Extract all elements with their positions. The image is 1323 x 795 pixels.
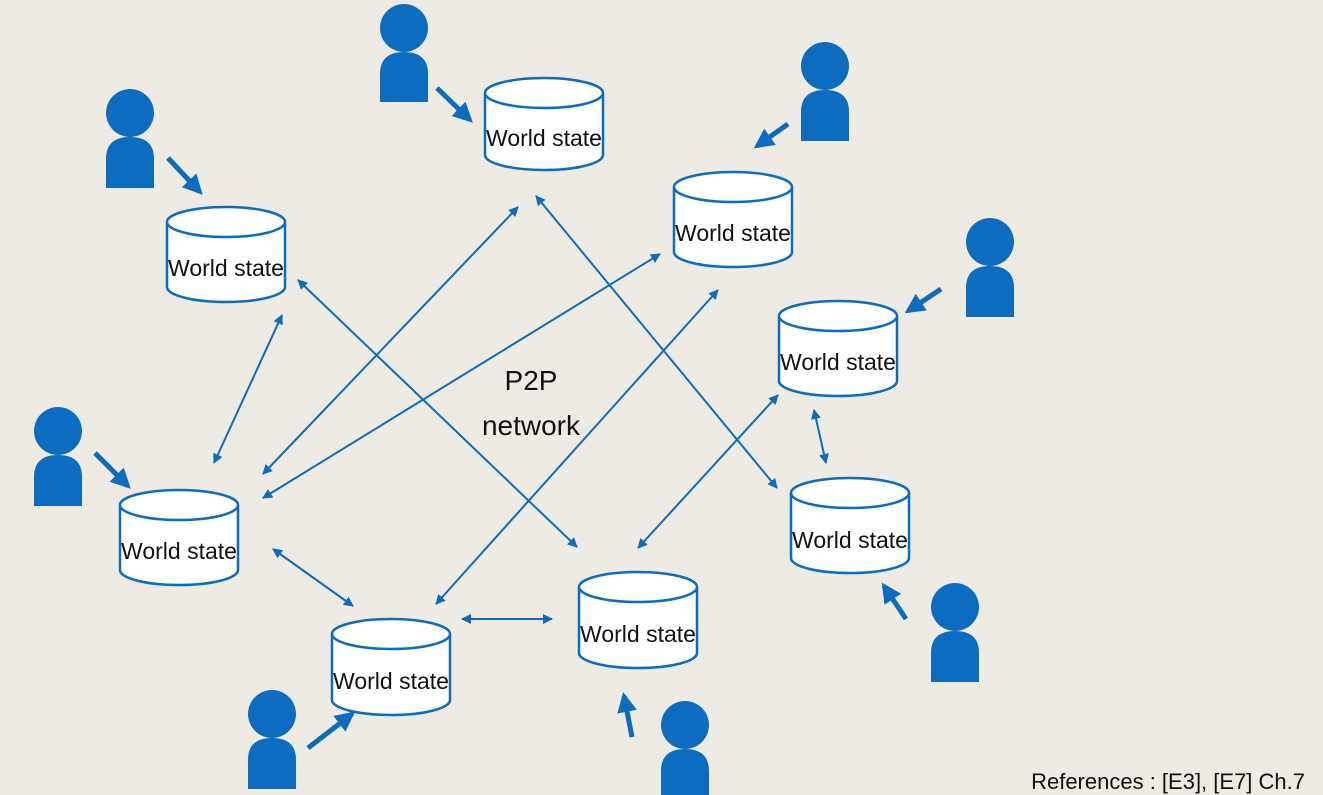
world-state-label: World state bbox=[121, 538, 237, 564]
world-state-label: World state bbox=[333, 668, 449, 694]
person-icon bbox=[931, 583, 979, 682]
database-icon: World state bbox=[165, 205, 287, 304]
user-arrow bbox=[93, 451, 131, 489]
user-arrow bbox=[904, 286, 943, 314]
link-top-center-to-mid-left bbox=[262, 206, 519, 475]
link-upper-right-to-mid-left bbox=[262, 253, 661, 499]
user-arrow bbox=[166, 156, 203, 195]
world-state-label: World state bbox=[792, 527, 908, 553]
database-icon: World state bbox=[577, 570, 699, 670]
database-icon: World state bbox=[483, 76, 605, 172]
network-label: network bbox=[482, 410, 581, 441]
db-nodes: World state World state World state Worl… bbox=[118, 76, 911, 717]
database-icon: World state bbox=[330, 617, 452, 717]
users bbox=[34, 4, 1014, 795]
user-arrow bbox=[435, 86, 473, 123]
person-icon bbox=[966, 218, 1014, 317]
world-state-label: World state bbox=[580, 621, 696, 647]
link-right-to-bottom-center bbox=[637, 394, 779, 549]
world-state-label: World state bbox=[168, 255, 284, 281]
references-text: References : [E3], [E7] Ch.7 bbox=[1031, 769, 1305, 794]
link-mid-left-to-bottom-left bbox=[272, 548, 354, 607]
person-icon bbox=[801, 42, 849, 141]
link-upper-right-to-bottom-left bbox=[435, 289, 719, 605]
person-icon bbox=[248, 690, 296, 789]
world-state-label: World state bbox=[780, 349, 896, 375]
database-icon: World state bbox=[789, 476, 911, 575]
person-icon bbox=[380, 4, 428, 102]
user-arrow bbox=[617, 692, 637, 738]
person-icon bbox=[34, 407, 82, 506]
user-arrow bbox=[306, 711, 356, 750]
database-icon: World state bbox=[672, 170, 794, 269]
network-links bbox=[213, 195, 829, 624]
user-arrow bbox=[753, 121, 790, 149]
world-state-label: World state bbox=[675, 220, 791, 246]
p2p-label: P2P bbox=[505, 365, 558, 396]
database-icon: World state bbox=[118, 488, 240, 587]
person-icon bbox=[106, 89, 154, 188]
world-state-label: World state bbox=[486, 125, 602, 151]
database-icon: World state bbox=[777, 299, 899, 398]
user-arrows bbox=[93, 86, 943, 750]
user-arrow bbox=[881, 582, 909, 621]
link-top-left-to-mid-left bbox=[213, 314, 283, 464]
link-right-to-lower-right bbox=[811, 409, 829, 464]
person-icon bbox=[661, 701, 709, 795]
